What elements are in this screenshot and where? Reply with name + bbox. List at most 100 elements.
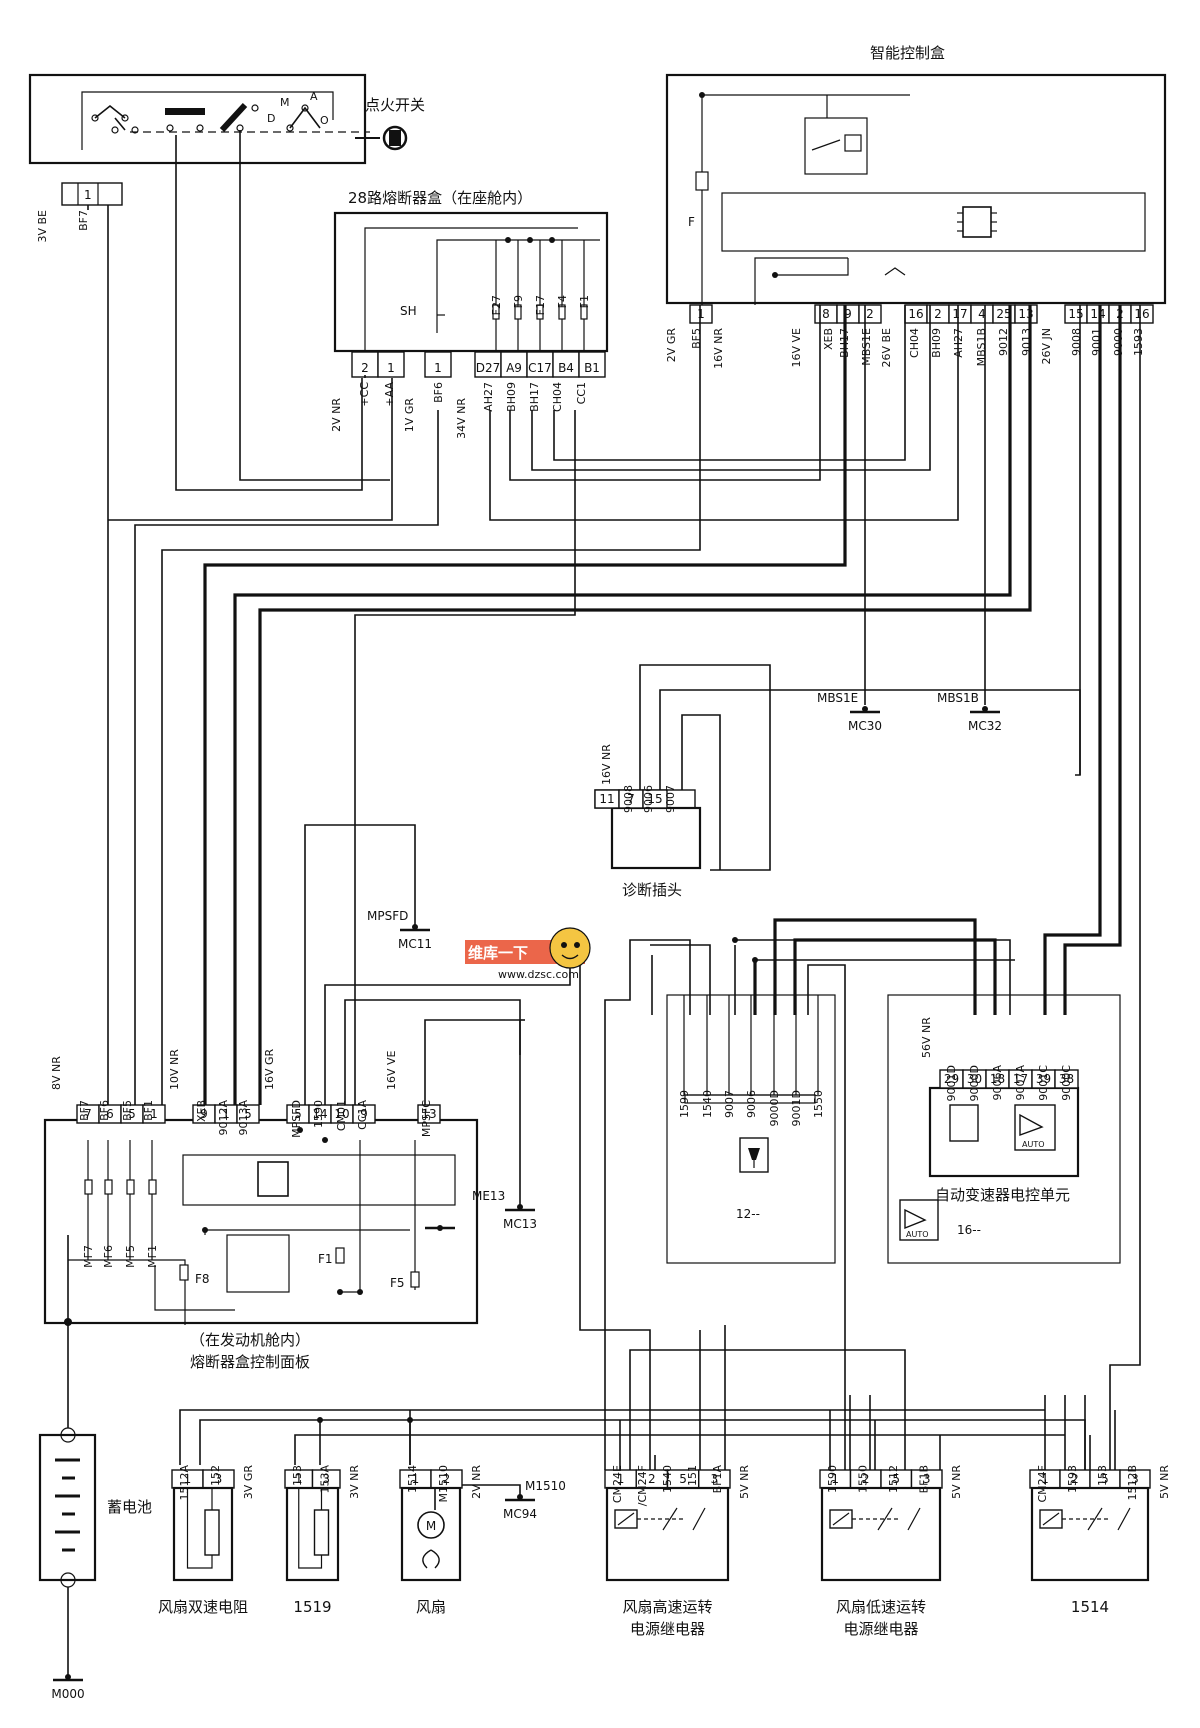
smart-wire-label: 9012 <box>997 328 1010 356</box>
relay-1514-coil-diag <box>1042 1512 1060 1526</box>
fuse28-fuse-label: F4 <box>556 295 569 308</box>
fan-caption: 风扇 <box>416 1598 446 1616</box>
relay-high-pin-label: 3 <box>711 1472 719 1486</box>
component-1519-resistor-symbol <box>313 1509 330 1556</box>
relay-1514-wire-label: 153 <box>1096 1465 1109 1486</box>
fuse28-mid-pins: 1 <box>424 351 452 378</box>
fuse28-left-pin-label: 1 <box>387 361 395 375</box>
relay-low-pin-label: 2 <box>862 1472 870 1486</box>
relay-1514-wire-label: CM24F <box>1036 1465 1049 1503</box>
fan-resistor-body <box>172 1486 234 1582</box>
fan-wire-label: 1514 <box>406 1465 419 1493</box>
smart-conn-label: 16V VE <box>790 328 803 368</box>
fan-body <box>400 1486 462 1582</box>
relay-1514-caption: 1514 <box>1071 1598 1109 1616</box>
eng-fuse-label: MF7 <box>82 1245 95 1268</box>
auto-ecu-label: 自动变速器电控单元 <box>935 1186 1070 1204</box>
fan-resistor-pin-label: 3 <box>215 1472 223 1486</box>
diag-wire-label: 9008 <box>622 785 635 813</box>
grounds: MC30MBS1EMC32MBS1BMC11MPSFDMC13ME13MC94M… <box>51 691 1002 1701</box>
relay-high-pin-label: 5 <box>679 1472 687 1486</box>
fuse28-right-pin-label: D27 <box>476 361 501 375</box>
diag-label: 诊断插头 <box>622 881 682 899</box>
fuse28-title: 28路熔断器盒（在座舱内） <box>348 189 532 207</box>
smart-mid-pin-label: 9 <box>844 307 852 321</box>
ground-mc94-node <box>517 1494 523 1500</box>
relay-1514-conn-label: 5V NR <box>1158 1465 1171 1499</box>
smart-conn-label: 16V NR <box>712 328 725 369</box>
relay-high-body <box>605 1486 730 1582</box>
fuse28-fuse-label: F9 <box>512 295 525 308</box>
auto-wire-label: 9006A <box>991 1065 1004 1101</box>
relay-high-conn-label: 5V NR <box>738 1465 751 1499</box>
diag-conn: 16V NR <box>600 744 613 785</box>
fuse28-fuse-label: F1 <box>578 295 591 308</box>
battery-label: 蓄电池 <box>107 1498 152 1516</box>
smart-conn-label: 26V BE <box>880 328 893 368</box>
fuse28-left-pin-cell <box>377 351 405 378</box>
relay-low-contact-a <box>877 1507 893 1531</box>
fuse28-right-pin-label: C17 <box>528 361 552 375</box>
smart-wire-label: MBS1E <box>860 328 873 366</box>
smart-left-pin-cell <box>689 304 713 324</box>
relay-low-pin-label: 1 <box>831 1472 839 1486</box>
smart-right-pin-label: 4 <box>978 307 986 321</box>
eng-caption-2: 熔断器盒控制面板 <box>190 1353 310 1371</box>
fuse28-right-pin-label: A9 <box>506 361 522 375</box>
eng-d-pins: 13 <box>417 1104 441 1124</box>
component-1519-wire-label: 153 <box>291 1465 304 1486</box>
smart-left-pins: 1 <box>689 304 713 324</box>
eng-wire-label: CM01 <box>335 1100 348 1131</box>
ign-wire: BF7 <box>77 210 90 231</box>
eng-c-pin-label: 14 <box>312 1107 327 1121</box>
eng-fuse-symbol <box>148 1179 157 1195</box>
ign-pos-a: A <box>310 90 318 103</box>
fuse28-wire-label: BH17 <box>528 382 541 412</box>
fan-resistor-pin-label: 1 <box>184 1472 192 1486</box>
fuse28-mid-pin-label: 1 <box>434 361 442 375</box>
eng-wire-label: MPSFD <box>290 1100 303 1138</box>
fan-pin-label: 2 <box>443 1472 451 1486</box>
fuse28-right-pin-label: B1 <box>584 361 600 375</box>
relay-low-wire-label: 1590 <box>826 1465 839 1493</box>
fuse28-left-pin-cell <box>351 351 379 378</box>
ground-mc13-node <box>517 1204 523 1210</box>
auto-wire-label: 9000D <box>968 1065 981 1101</box>
relay-high-wire-label: /CM24F <box>636 1465 649 1506</box>
smart-mid-pin-label: 2 <box>866 307 874 321</box>
fan-motor-icon <box>417 1511 445 1539</box>
relay-high-contact-a <box>662 1507 678 1531</box>
fuse28-wire-label: AH27 <box>482 382 495 412</box>
eng-a-pin-label: 6 <box>106 1107 114 1121</box>
ground-mc32-label: MC32 <box>968 719 1002 733</box>
ground-mc94-top-label: M1510 <box>525 1479 566 1493</box>
component-1519-body <box>285 1486 340 1582</box>
ecu16-label: 16-- <box>957 1223 981 1237</box>
eng-fuse-symbol <box>126 1179 135 1195</box>
fuse28-wire-label: BF6 <box>432 382 445 403</box>
relay-low-body <box>820 1486 942 1582</box>
smart-far-pin-label: 15 <box>1068 307 1083 321</box>
fuse28-wire-label: +CC <box>358 382 371 407</box>
diag-pin-label: 7 <box>627 792 635 806</box>
ground-mc30-top-label: MBS1E <box>817 691 858 705</box>
eng-d-pin-cell <box>417 1104 441 1124</box>
relay-1514-contact-a <box>1087 1507 1103 1531</box>
eng-a-pin-label: 7 <box>84 1107 92 1121</box>
watermark-brand: 维库一下 <box>468 944 528 962</box>
auto-wire-label: 9000C <box>1060 1065 1073 1101</box>
eng-b-pin-label: 5 <box>244 1107 252 1121</box>
eng-a-pin-cell <box>142 1104 166 1124</box>
